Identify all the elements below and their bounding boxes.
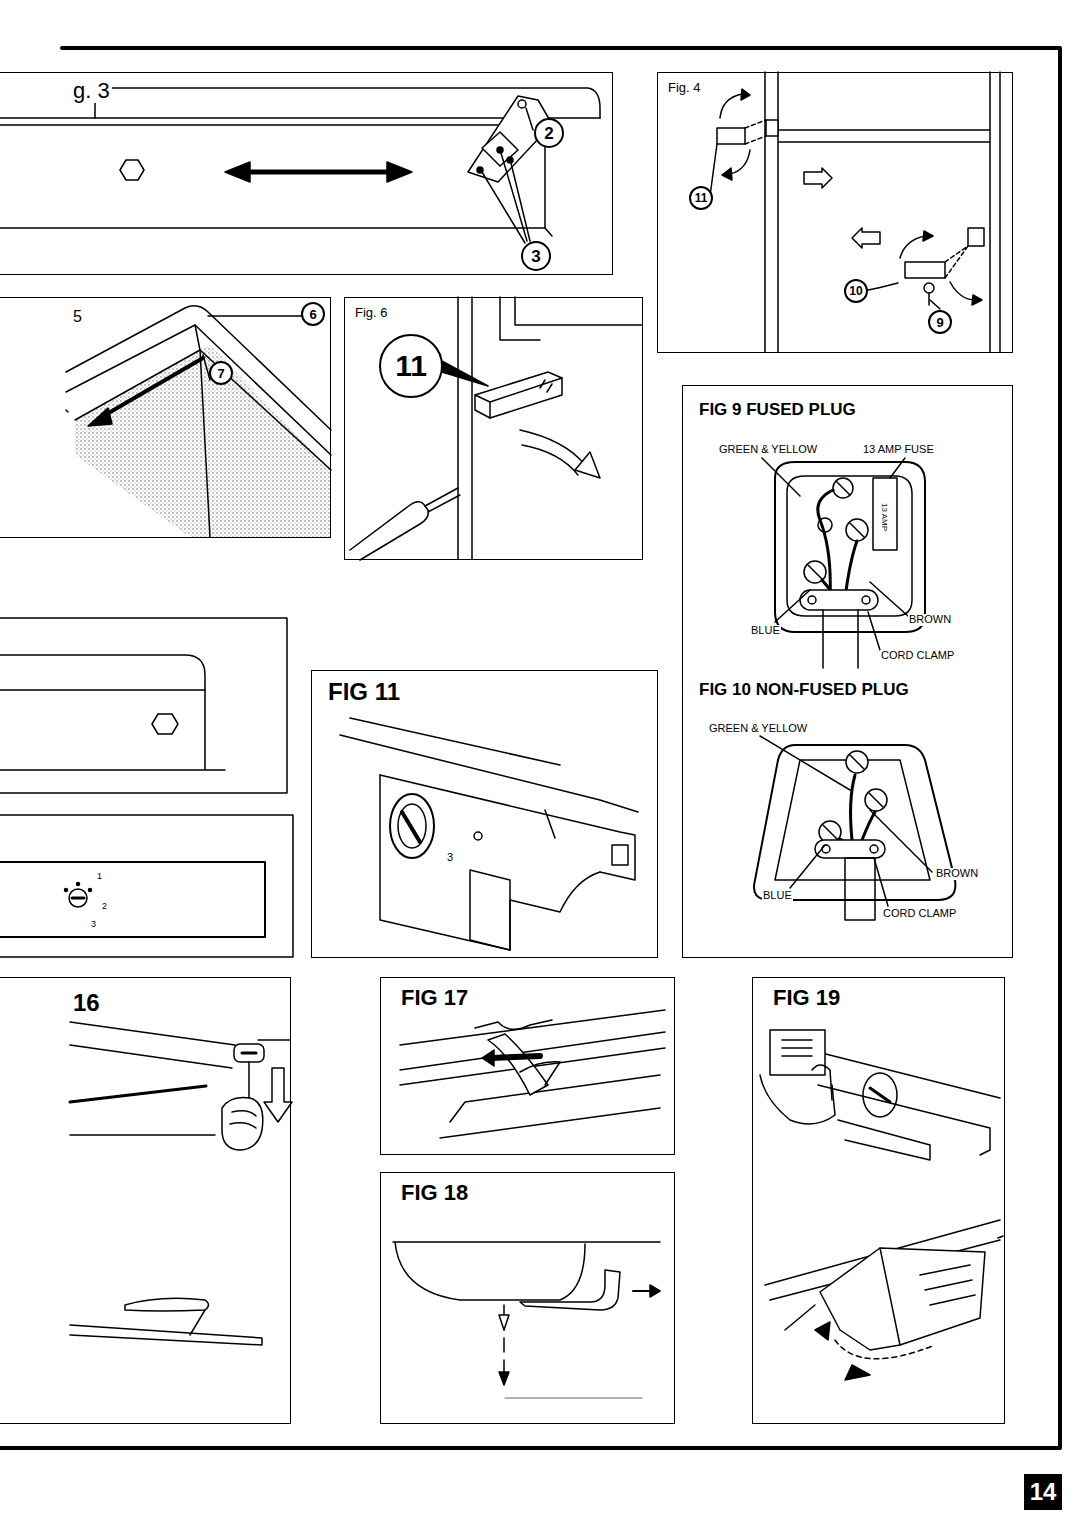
dial-number: 1 <box>96 872 103 881</box>
non-fused-plug-drawing <box>754 736 955 920</box>
clamp-label: CORD CLAMP <box>882 908 957 920</box>
fig5-tray-drawing <box>66 306 331 537</box>
callout-number: 9 <box>928 310 952 334</box>
figure-panel: FIG 19 <box>752 977 1005 1424</box>
fig11-channel-drawing <box>340 718 638 950</box>
figure-panel: Fig. 4 11 10 9 <box>657 72 1013 353</box>
figure-panel: Fig. 6 11 <box>344 297 643 560</box>
cropped-lid-panel <box>0 618 287 793</box>
page-number: 14 <box>1024 1474 1062 1510</box>
figure-title: FIG 18 <box>399 1181 470 1205</box>
fig16-hand-drawing <box>70 1022 292 1345</box>
figure-panel: FIG 18 <box>380 1172 675 1424</box>
fuse-rating: 13 AMP <box>880 502 888 532</box>
wire-label: BLUE <box>762 890 793 902</box>
dial-number: 3 <box>446 852 454 864</box>
callout-number: 10 <box>844 279 868 303</box>
callout-number-text: 2 <box>544 125 553 142</box>
page-number-text: 14 <box>1030 1480 1057 1504</box>
callout-number: 7 <box>209 361 233 385</box>
callout-number-text: 6 <box>309 308 316 321</box>
callout-number: 6 <box>301 302 325 326</box>
figure-panel: 5 6 7 <box>0 297 331 538</box>
fused-plug-drawing <box>762 458 925 668</box>
callout-number-text: 3 <box>531 248 540 265</box>
wire-label: GREEN & YELLOW <box>708 723 808 735</box>
wire-label: BLUE <box>750 625 781 637</box>
fuse-label: 13 AMP FUSE <box>862 444 935 456</box>
figure-title: FIG 19 <box>771 986 842 1010</box>
callout-number: 3 <box>521 241 551 271</box>
figure-panel: FIG 11 <box>311 670 658 958</box>
fig18-bowl-clip-drawing <box>393 1242 660 1398</box>
figure-title: g. 3 <box>71 79 112 103</box>
fig4-door-hinge-drawing <box>710 72 1000 352</box>
wire-label: BROWN <box>908 614 952 626</box>
dial-number: 3 <box>90 920 97 929</box>
callout-number-text: 7 <box>217 367 224 380</box>
callout-number: 11 <box>689 186 713 210</box>
callout-number: 11 <box>379 334 443 398</box>
wire-label: BROWN <box>935 868 979 880</box>
dial-number: 2 <box>101 902 108 911</box>
fig3-lid-drawing <box>0 88 600 243</box>
figure-title: 5 <box>71 308 84 326</box>
wire-label: GREEN & YELLOW <box>718 444 818 456</box>
fig19-lamp-cover-drawing <box>760 1030 1003 1380</box>
figure-title: 16 <box>71 990 102 1016</box>
callout-number-text: 11 <box>395 351 427 381</box>
figure-title: FIG 11 <box>326 679 402 705</box>
clamp-label: CORD CLAMP <box>880 650 955 662</box>
callout-number-text: 9 <box>936 316 943 329</box>
figure-title: FIG 9 FUSED PLUG <box>697 401 858 420</box>
figure-title: FIG 10 NON-FUSED PLUG <box>697 681 911 700</box>
fig17-seal-drawing <box>400 1010 665 1138</box>
figure-panel: FIG 17 <box>380 977 675 1155</box>
callout-number: 2 <box>534 118 564 148</box>
fig6-handle-screwdriver-drawing <box>350 297 642 560</box>
figure-title: Fig. 4 <box>666 81 703 95</box>
cropped-dial-panel <box>0 815 293 957</box>
callout-number-text: 11 <box>695 192 708 204</box>
figure-title: FIG 17 <box>399 986 470 1010</box>
callout-number-text: 10 <box>849 285 862 297</box>
figure-panel: 16 <box>0 977 291 1424</box>
figure-panel: g. 3 2 3 <box>0 72 613 275</box>
figure-title: Fig. 6 <box>353 306 390 320</box>
page-frame <box>0 48 1060 1448</box>
